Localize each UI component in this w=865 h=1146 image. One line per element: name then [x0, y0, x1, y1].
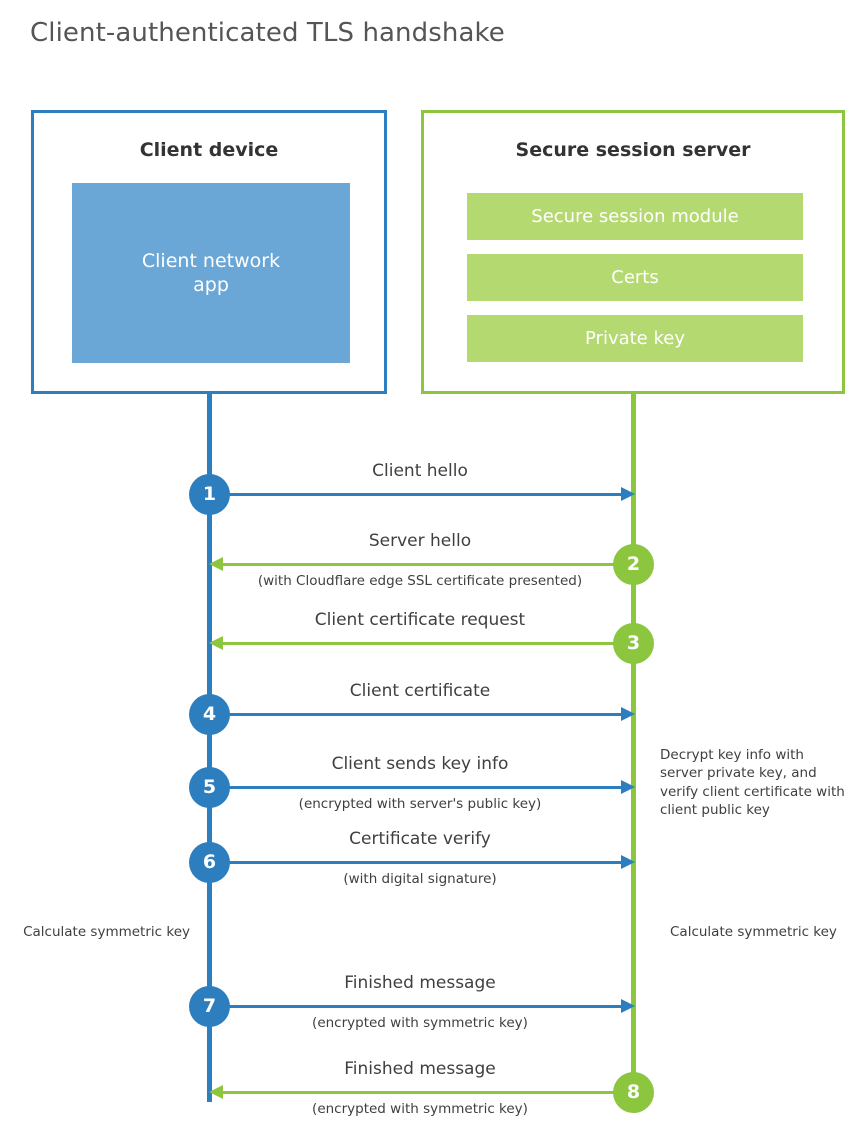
- message-arrow-line-step-2: [222, 563, 631, 566]
- server-block-secure-session-module: Secure session module: [467, 193, 803, 240]
- server-block-certs: Certs: [467, 254, 803, 301]
- message-arrow-head-step-1: [621, 487, 635, 501]
- message-arrow-line-step-7: [210, 1005, 625, 1008]
- step-number-badge-2: 2: [613, 544, 654, 585]
- message-arrow-head-step-6: [621, 855, 635, 869]
- server-lifeline: [631, 392, 636, 1094]
- message-arrow-line-step-1: [210, 493, 625, 496]
- message-arrow-line-step-6: [210, 861, 625, 864]
- message-sublabel-step-2: (with Cloudflare edge SSL certificate pr…: [257, 573, 583, 589]
- step-number-badge-6: 6: [189, 842, 230, 883]
- message-arrow-line-step-8: [222, 1091, 631, 1094]
- server-title: Secure session server: [515, 139, 751, 161]
- step-number-badge-8: 8: [613, 1072, 654, 1113]
- message-label-step-5: Client sends key info: [331, 754, 509, 774]
- note-decrypt-key-info: Decrypt key info with server private key…: [660, 747, 845, 819]
- message-label-step-8: Finished message: [344, 1059, 496, 1079]
- step-number-badge-7: 7: [189, 986, 230, 1027]
- message-arrow-head-step-7: [621, 999, 635, 1013]
- message-label-step-4: Client certificate: [349, 681, 491, 701]
- message-label-step-3: Client certificate request: [314, 610, 526, 630]
- client-device-title: Client device: [139, 139, 279, 161]
- message-label-step-7: Finished message: [344, 973, 496, 993]
- message-arrow-head-step-2: [209, 557, 223, 571]
- message-label-step-1: Client hello: [372, 461, 468, 481]
- message-arrow-line-step-3: [222, 642, 631, 645]
- message-label-step-2: Server hello: [368, 531, 472, 551]
- message-sublabel-step-7: (encrypted with symmetric key): [312, 1015, 528, 1031]
- step-number-badge-4: 4: [189, 694, 230, 735]
- message-arrow-head-step-8: [209, 1085, 223, 1099]
- server-block-private-key: Private key: [467, 315, 803, 362]
- step-number-badge-3: 3: [613, 623, 654, 664]
- message-arrow-head-step-5: [621, 780, 635, 794]
- message-arrow-line-step-4: [210, 713, 625, 716]
- message-sublabel-step-5: (encrypted with server's public key): [298, 796, 542, 812]
- message-arrow-line-step-5: [210, 786, 625, 789]
- client-app-label-line2: app: [193, 274, 229, 296]
- client-lifeline: [207, 392, 212, 1102]
- message-label-step-6: Certificate verify: [349, 829, 491, 849]
- client-device-box: Client device Client network app: [31, 110, 387, 394]
- step-number-badge-1: 1: [189, 474, 230, 515]
- client-app-label-line1: Client network: [141, 249, 281, 272]
- client-network-app-label: Client network app: [142, 249, 280, 298]
- secure-session-server-box: Secure session server Secure session mod…: [421, 110, 845, 394]
- client-network-app-block: Client network app: [72, 183, 350, 363]
- step-number-badge-5: 5: [189, 767, 230, 808]
- message-arrow-head-step-3: [209, 636, 223, 650]
- page-title: Client-authenticated TLS handshake: [30, 18, 505, 48]
- note-calculate-symmetric-key-client: Calculate symmetric key: [23, 924, 190, 940]
- note-calculate-symmetric-key-server: Calculate symmetric key: [670, 924, 837, 940]
- message-arrow-head-step-4: [621, 707, 635, 721]
- message-sublabel-step-6: (with digital signature): [343, 871, 497, 887]
- message-sublabel-step-8: (encrypted with symmetric key): [312, 1101, 528, 1117]
